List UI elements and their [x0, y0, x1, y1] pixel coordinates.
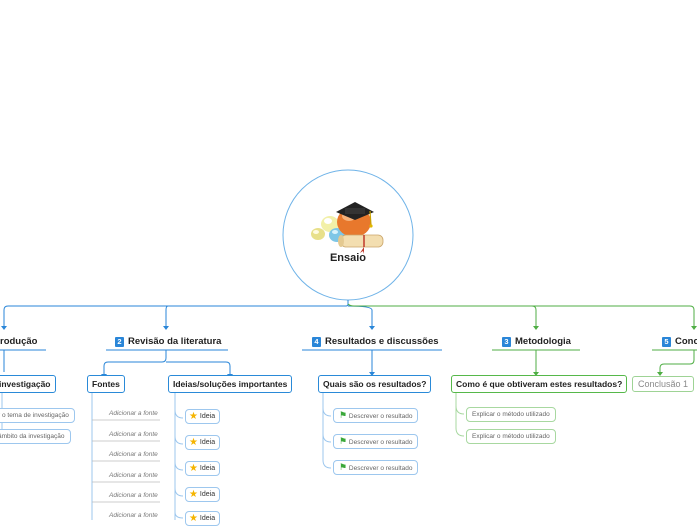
branch-methodology-label: Metodologia	[515, 336, 571, 347]
star-icon: ★	[189, 463, 198, 474]
source-item[interactable]: Adicionar a fonte	[109, 512, 158, 519]
connector-conclusion	[532, 305, 695, 326]
result-item[interactable]: ⚑ Descrever o resultado	[333, 408, 419, 423]
intro-topic-node[interactable]: investigação	[0, 375, 56, 393]
idea-item[interactable]: ★ Ideia	[185, 487, 221, 502]
branch-number-badge: 3	[502, 337, 511, 347]
connector-methodology	[347, 303, 537, 326]
branch-introduction-label: rodução	[0, 336, 38, 347]
ideas-node[interactable]: Ideias/soluções importantes	[168, 375, 293, 393]
result-item[interactable]: ⚑ Descrever o resultado	[333, 460, 419, 475]
intro-item[interactable]: r o tema de investigação	[0, 408, 75, 423]
connector-literature	[165, 305, 169, 326]
sources-node[interactable]: Fontes	[87, 375, 125, 393]
source-item[interactable]: Adicionar a fonte	[109, 410, 158, 417]
intro-item[interactable]: âmbito da investigação	[0, 429, 71, 444]
flag-icon: ⚑	[339, 410, 348, 420]
branch-methodology[interactable]: 3 Metodologia	[502, 336, 571, 347]
source-item[interactable]: Adicionar a fonte	[109, 431, 158, 438]
flag-icon: ⚑	[339, 436, 348, 446]
star-icon: ★	[189, 489, 198, 500]
branch-results-discussion[interactable]: 4 Resultados e discussões	[312, 336, 439, 347]
idea-item[interactable]: ★ Ideia	[185, 511, 221, 526]
idea-item[interactable]: ★ Ideia	[185, 409, 221, 424]
connector-results	[347, 305, 373, 326]
connector-intro	[3, 300, 349, 326]
branch-number-badge: 2	[115, 337, 124, 347]
branch-number-badge: 4	[312, 337, 321, 347]
branch-conclusion[interactable]: 5 Conc	[662, 336, 697, 347]
idea-item[interactable]: ★ Ideia	[185, 461, 221, 476]
source-item[interactable]: Adicionar a fonte	[109, 492, 158, 499]
root-title[interactable]: Ensaio	[329, 252, 367, 264]
result-item[interactable]: ⚑ Descrever o resultado	[333, 434, 419, 449]
source-item[interactable]: Adicionar a fonte	[109, 472, 158, 479]
star-icon: ★	[189, 437, 198, 448]
star-icon: ★	[189, 411, 198, 422]
branch-introduction[interactable]: rodução	[0, 336, 37, 347]
branch-literature-review[interactable]: 2 Revisão da literatura	[115, 336, 221, 347]
graduation-icon	[311, 202, 384, 254]
results-question-node[interactable]: Quais são os resultados?	[318, 375, 432, 393]
star-icon: ★	[189, 513, 198, 524]
source-item[interactable]: Adicionar a fonte	[109, 451, 158, 458]
method-item[interactable]: Explicar o método utilizado	[466, 407, 556, 422]
methodology-question-node[interactable]: Como é que obtiveram estes resultados?	[451, 375, 628, 393]
branch-results-label: Resultados e discussões	[325, 336, 439, 347]
branch-conclusion-label: Conc	[675, 336, 697, 347]
idea-item[interactable]: ★ Ideia	[185, 435, 221, 450]
branch-number-badge: 5	[662, 337, 671, 347]
branch-literature-label: Revisão da literatura	[128, 336, 222, 347]
flag-icon: ⚑	[339, 462, 348, 472]
method-item[interactable]: Explicar o método utilizado	[466, 429, 556, 444]
conclusion-item[interactable]: Conclusão 1	[632, 376, 695, 392]
